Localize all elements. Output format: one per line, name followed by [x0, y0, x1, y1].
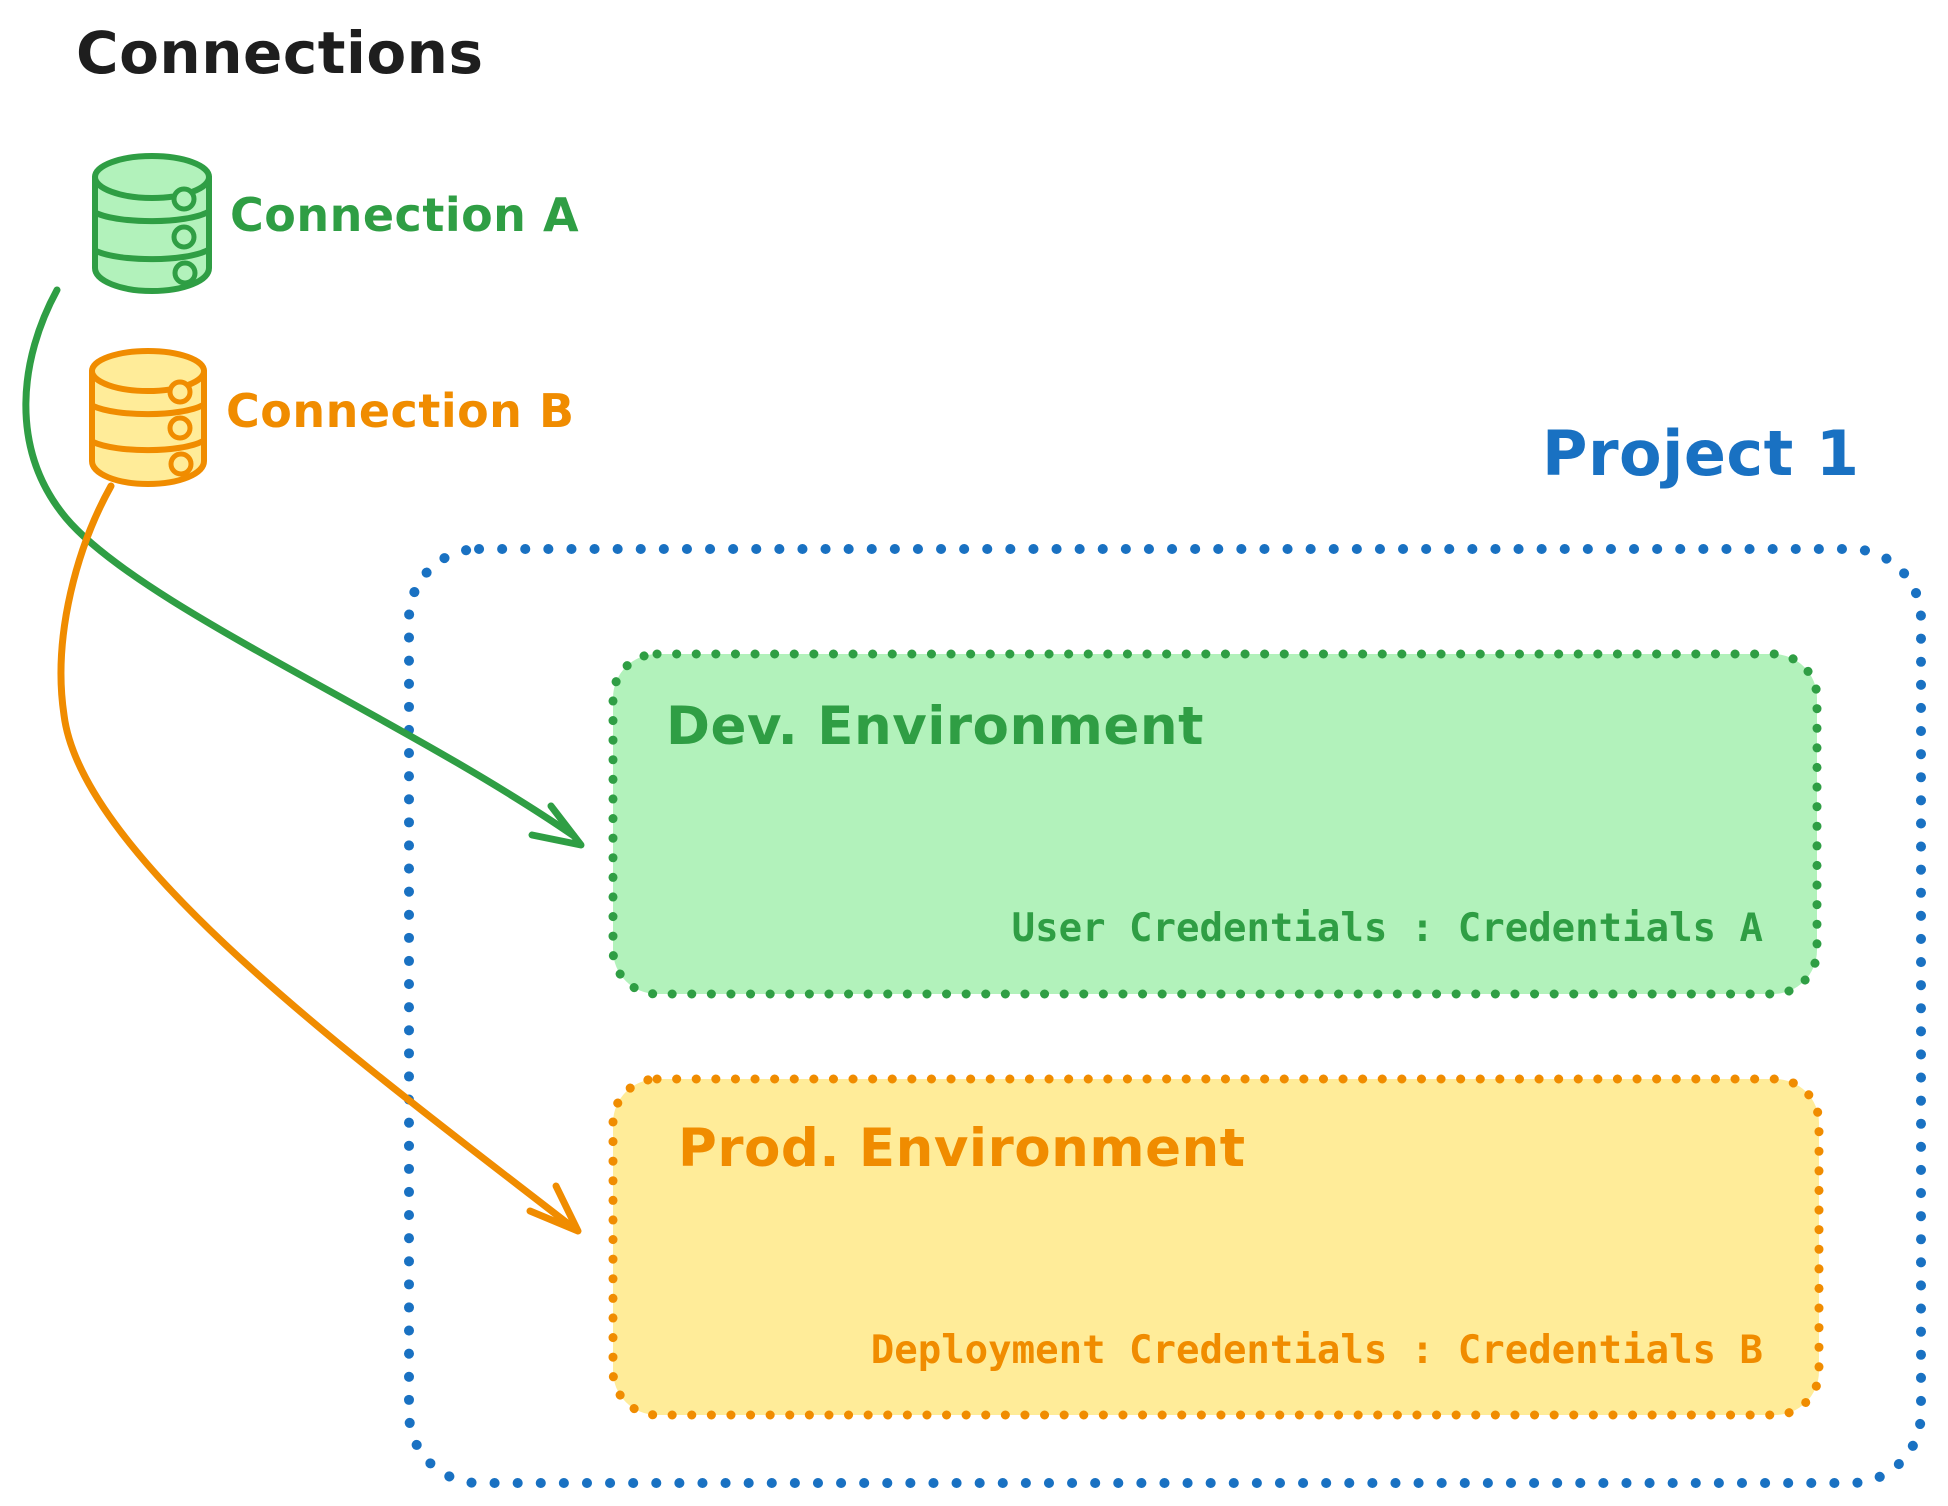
- project-1-title: Project 1: [1542, 417, 1860, 490]
- connection-b-label: Connection B: [226, 384, 575, 438]
- connection-b-to-prod-arrow: [57, 482, 582, 1235]
- prod-environment-credentials: Deployment Credentials : Credentials B: [870, 1328, 1763, 1373]
- dev-environment-title: Dev. Environment: [666, 696, 1204, 757]
- dev-environment-box: [608, 649, 1822, 999]
- connection-a-to-dev-arrow: [22, 286, 585, 849]
- dev-environment-credentials: User Credentials : Credentials A: [1011, 906, 1763, 951]
- project-1-container-box: [404, 544, 1926, 1488]
- connections-title: Connections: [76, 19, 484, 87]
- connection-b-database-icon: [89, 348, 207, 487]
- connection-a-label: Connection A: [230, 188, 580, 242]
- connection-a-database-icon: [92, 153, 212, 294]
- prod-environment-box: [608, 1074, 1824, 1420]
- prod-environment-title: Prod. Environment: [678, 1118, 1246, 1179]
